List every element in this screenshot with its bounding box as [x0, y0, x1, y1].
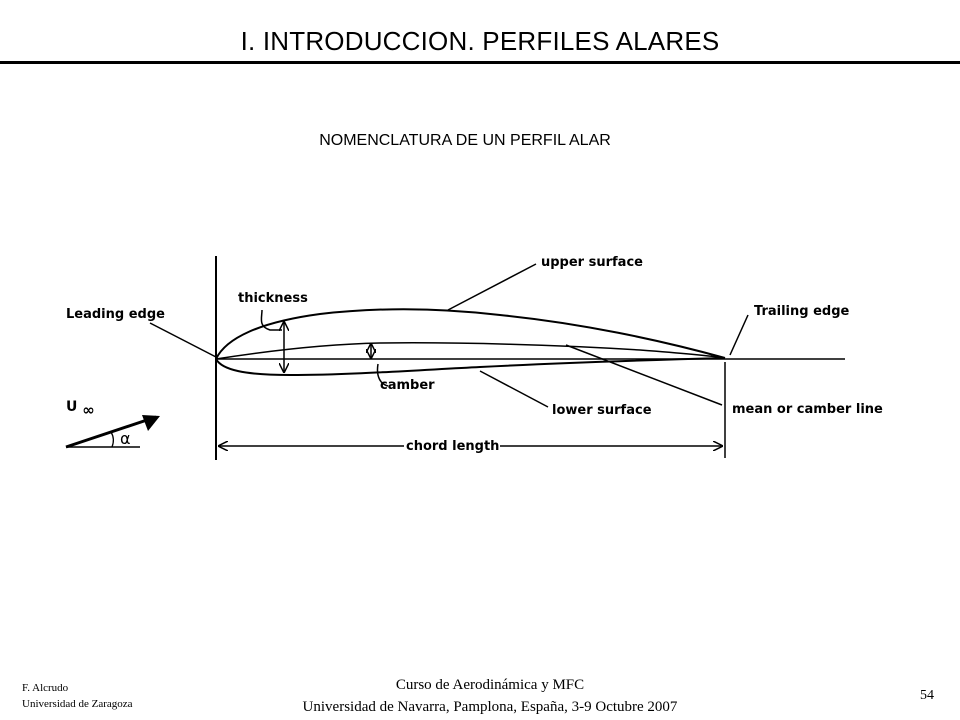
u-symbol: U — [66, 399, 77, 415]
footer-author: F. Alcrudo — [22, 682, 69, 694]
label-upper-surface: upper surface — [541, 255, 643, 270]
freestream-arrowhead — [142, 415, 160, 431]
footer-venue: Universidad de Navarra, Pamplona, España… — [302, 699, 678, 715]
upper-surface-leader — [447, 263, 537, 311]
airfoil-upper-surface — [215, 308, 726, 360]
label-thickness: thickness — [238, 291, 308, 306]
title-rule — [0, 61, 960, 64]
label-lower-surface: lower surface — [552, 403, 652, 418]
mean-camber-leader — [565, 344, 723, 406]
lower-surface-leader — [479, 370, 549, 408]
slide-title: I. INTRODUCCION. PERFILES ALARES — [240, 26, 720, 56]
infinity-subscript: ∞ — [82, 401, 95, 419]
leading-edge-leader — [149, 322, 217, 358]
thickness-leader — [260, 309, 282, 331]
diagram-subtitle: NOMENCLATURA DE UN PERFIL ALAR — [319, 132, 611, 149]
trailing-edge-leader — [729, 314, 749, 356]
mean-camber-line — [215, 342, 726, 360]
label-trailing-edge: Trailing edge — [754, 304, 850, 319]
label-chord-length: chord length — [406, 439, 499, 454]
page-number: 54 — [920, 688, 934, 703]
label-camber: camber — [380, 378, 435, 393]
footer-affiliation: Universidad de Zaragoza — [22, 698, 133, 710]
angle-of-attack-arc — [110, 431, 115, 448]
footer-course: Curso de Aerodinámica y MFC — [395, 677, 585, 693]
label-alpha: α — [120, 429, 131, 448]
camber-leader — [376, 363, 389, 387]
footer-course-block: Curso de Aerodinámica y MFC Universidad … — [240, 674, 740, 718]
label-leading-edge: Leading edge — [66, 307, 165, 322]
airfoil-lower-surface — [215, 357, 726, 377]
footer-author-block: F. Alcrudo Universidad de Zaragoza — [22, 680, 133, 712]
label-u-infinity: U ∞ — [66, 399, 95, 419]
label-mean-camber-line: mean or camber line — [732, 402, 883, 417]
